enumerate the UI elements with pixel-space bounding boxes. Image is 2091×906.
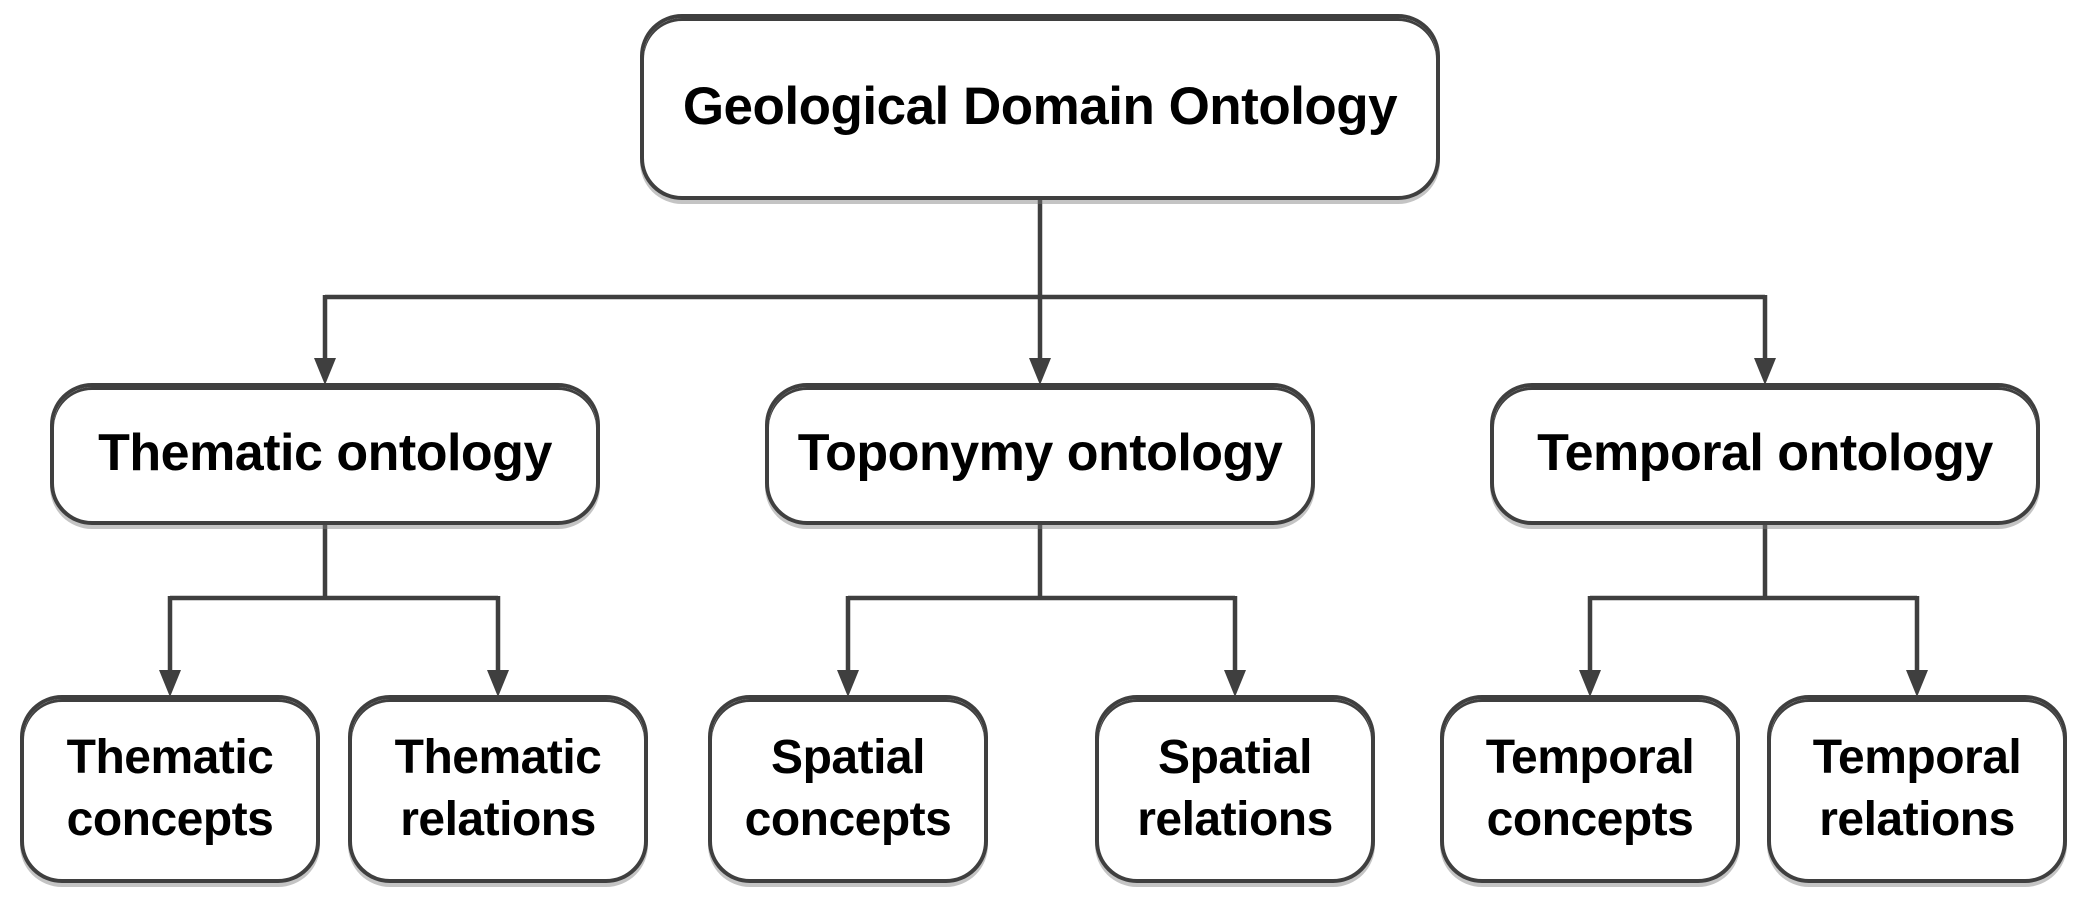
node-spatial-concepts: Spatial concepts [708, 695, 988, 883]
node-temporal-concepts: Temporal concepts [1440, 695, 1740, 883]
arrow-down-icon [1029, 358, 1051, 385]
arrow-down-icon [1754, 358, 1776, 385]
connector-root-arrowheads [314, 358, 1776, 385]
arrow-down-icon [1224, 670, 1246, 697]
node-geological-domain-ontology: Geological Domain Ontology [640, 14, 1440, 200]
arrow-down-icon [159, 670, 181, 697]
connector-temporal-arrowheads [1579, 670, 1928, 697]
node-thematic-relations: Thematic relations [348, 695, 648, 883]
arrow-down-icon [837, 670, 859, 697]
node-thematic-concepts: Thematic concepts [20, 695, 320, 883]
connector-thematic-children [167, 523, 501, 674]
arrow-down-icon [1906, 670, 1928, 697]
node-spatial-relations: Spatial relations [1095, 695, 1375, 883]
connector-toponymy-arrowheads [837, 670, 1246, 697]
node-toponymy-ontology: Toponymy ontology [765, 383, 1315, 525]
connector-toponymy-children [845, 523, 1238, 674]
arrow-down-icon [314, 358, 336, 385]
node-temporal-ontology: Temporal ontology [1490, 383, 2040, 525]
node-thematic-ontology: Thematic ontology [50, 383, 600, 525]
connector-temporal-children [1587, 523, 1920, 674]
arrow-down-icon [487, 670, 509, 697]
connector-root-to-branches [322, 198, 1768, 362]
connector-thematic-arrowheads [159, 670, 509, 697]
node-temporal-relations: Temporal relations [1767, 695, 2067, 883]
arrow-down-icon [1579, 670, 1601, 697]
